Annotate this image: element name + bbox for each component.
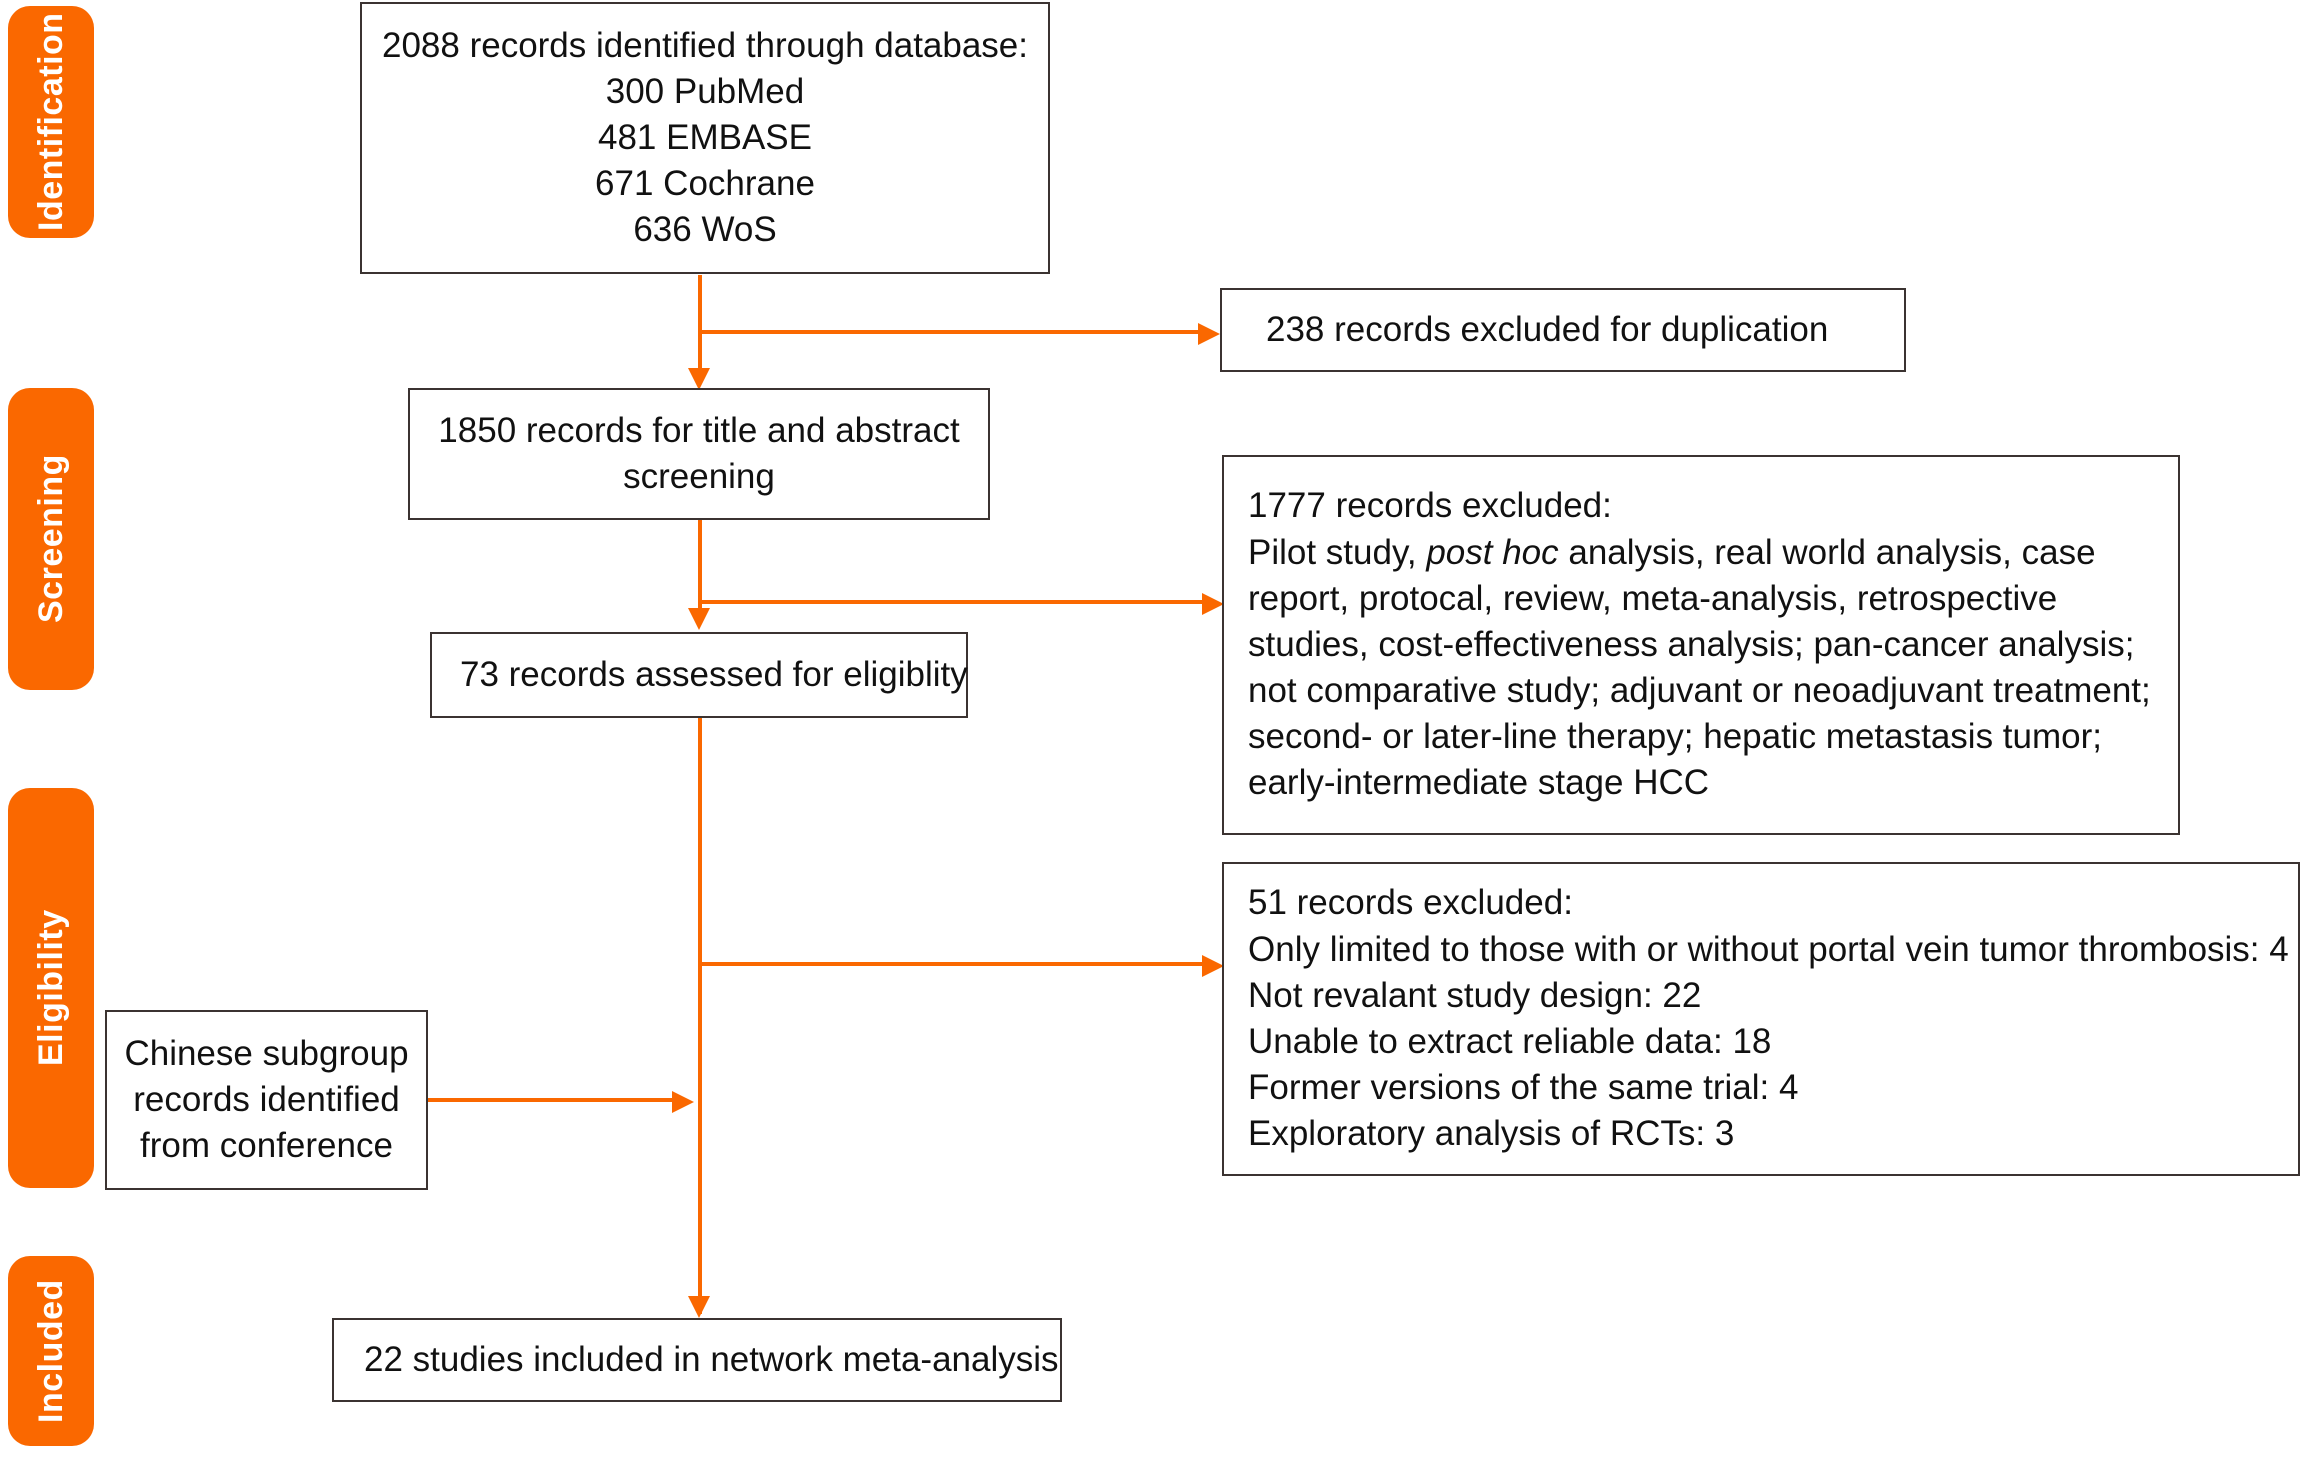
records-identified-line-5: 636 WoS: [633, 210, 777, 250]
box-title-abstract-screening: 1850 records for title and abstract scre…: [408, 388, 990, 520]
screening-excluded-line-2: report, protocal, review, meta-analysis,…: [1248, 578, 2058, 618]
arrow-conference-to-trunk: [672, 1091, 694, 1113]
stage-label-identification: Identification: [8, 6, 94, 238]
arrow-screening-to-eligibility: [688, 608, 710, 630]
connector-conference-to-trunk: [428, 1098, 676, 1102]
screening-excluded-line-4: not comparative study; adjuvant or neoad…: [1248, 671, 2151, 711]
screening-excluded-line-1: Pilot study, post hoc analysis, real wor…: [1248, 530, 2096, 576]
connector-duplication-branch: [698, 330, 1206, 334]
box-eligibility-excluded: 51 records excluded: Only limited to tho…: [1222, 862, 2300, 1176]
stage-label-included: Included: [8, 1256, 94, 1446]
stage-label-eligibility-text: Eligibility: [32, 909, 70, 1067]
eligibility-excluded-reason-1: Only limited to those with or without po…: [1248, 929, 2289, 969]
screening-excluded-line-1-pre: Pilot study,: [1248, 532, 1427, 572]
records-assessed-text: 73 records assessed for eligiblity: [460, 654, 968, 694]
eligibility-excluded-reason-4: Former versions of the same trial: 4: [1248, 1068, 1799, 1108]
box-records-assessed: 73 records assessed for eligiblity: [430, 632, 968, 718]
stage-label-screening: Screening: [8, 388, 94, 690]
eligibility-excluded-reason-5: Exploratory analysis of RCTs: 3: [1248, 1114, 1735, 1154]
eligibility-excluded-reason-2: Not revalant study design: 22: [1248, 975, 1702, 1015]
records-identified-line-2: 300 PubMed: [605, 71, 805, 111]
records-identified-line-1: 2088 records identified through database…: [381, 25, 1028, 65]
screening-excluded-line-1-post: analysis, real world analysis, case: [1558, 532, 2096, 572]
duplicates-excluded-text: 238 records excluded for duplication: [1266, 309, 1829, 349]
screening-excluded-line-1-italic: post hoc: [1426, 532, 1559, 572]
screening-excluded-line-3: studies, cost-effectiveness analysis; pa…: [1248, 624, 2135, 664]
title-abstract-line-1: 1850 records for title and abstract: [438, 410, 960, 450]
connector-eligibility-to-included: [698, 718, 702, 1314]
connector-51-branch: [698, 962, 1210, 966]
box-screening-excluded: 1777 records excluded: Pilot study, post…: [1222, 455, 2180, 835]
stage-label-screening-text: Screening: [32, 454, 70, 624]
stage-label-eligibility: Eligibility: [8, 788, 94, 1188]
eligibility-excluded-reason-3: Unable to extract reliable data: 18: [1248, 1022, 1772, 1061]
conference-records-line-1: Chinese subgroup: [124, 1033, 409, 1073]
records-identified-line-4: 671 Cochrane: [595, 164, 815, 204]
box-records-identified: 2088 records identified through database…: [360, 2, 1050, 274]
records-identified-line-3: 481 EMBASE: [598, 117, 812, 157]
conference-records-line-2: records identified: [133, 1079, 400, 1119]
arrow-eligibility-to-included: [688, 1296, 710, 1318]
conference-records-line-3: from conference: [140, 1126, 393, 1166]
eligibility-excluded-heading: 51 records excluded:: [1248, 883, 1573, 923]
stage-label-included-text: Included: [32, 1279, 70, 1423]
screening-excluded-line-5: second- or later-line therapy; hepatic m…: [1248, 717, 2102, 757]
box-included-studies: 22 studies included in network meta-anal…: [332, 1318, 1062, 1402]
box-duplicates-excluded: 238 records excluded for duplication: [1220, 288, 1906, 372]
included-studies-text: 22 studies included in network meta-anal…: [364, 1339, 1059, 1379]
arrow-1777-excluded: [1202, 593, 1224, 615]
stage-label-identification-text: Identification: [32, 12, 70, 232]
arrow-identified-to-screening: [688, 368, 710, 390]
connector-identified-to-screening: [698, 275, 702, 375]
connector-screening-to-eligibility: [698, 520, 702, 614]
screening-excluded-line-6: early-intermediate stage HCC: [1248, 763, 1710, 803]
arrow-duplication: [1198, 323, 1220, 345]
box-conference-records: Chinese subgroup records identified from…: [105, 1010, 428, 1190]
connector-1777-branch: [698, 600, 1210, 604]
arrow-51-excluded: [1202, 955, 1224, 977]
screening-excluded-heading: 1777 records excluded:: [1248, 486, 1612, 526]
title-abstract-line-2: screening: [623, 457, 775, 496]
